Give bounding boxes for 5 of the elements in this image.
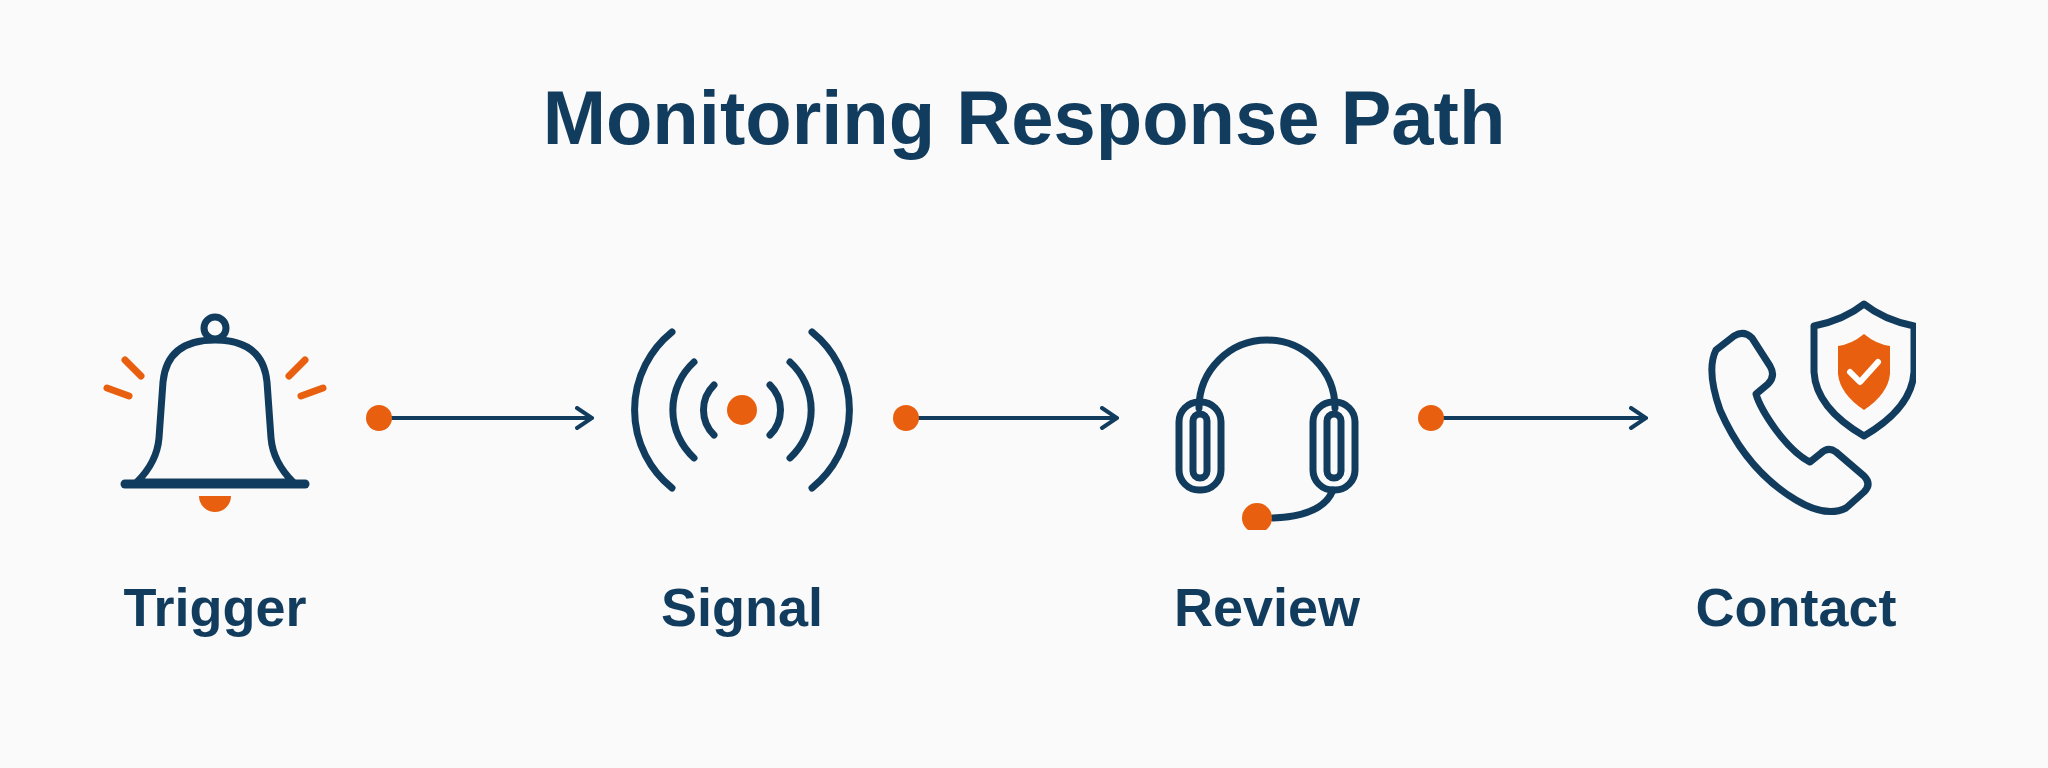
arrow [1418,405,1648,431]
step-label: Contact [1695,580,1897,634]
arrow [893,405,1119,431]
arrow [366,405,594,431]
step-label: Review [1173,580,1361,634]
